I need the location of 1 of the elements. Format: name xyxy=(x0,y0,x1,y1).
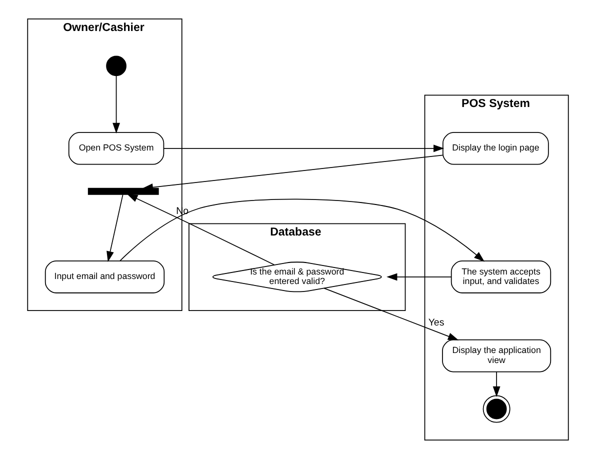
edge-label: Yes xyxy=(428,318,444,328)
